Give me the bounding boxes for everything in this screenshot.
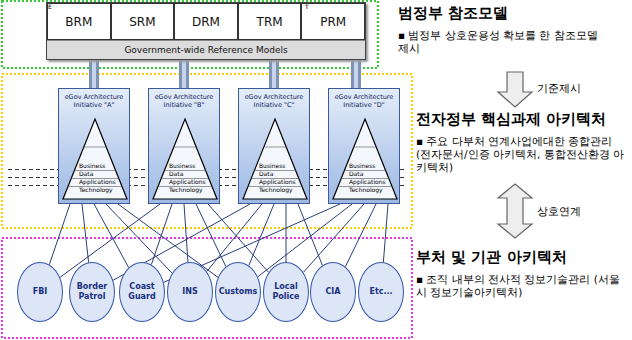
double-block-arrow — [498, 184, 532, 238]
model-cell: SRM — [111, 3, 175, 40]
pyramid-layers-text: Business Data Applications Technology — [259, 162, 299, 194]
link-line — [184, 204, 188, 262]
pipe-outer — [269, 60, 279, 88]
pipe-inner — [182, 60, 186, 88]
pipe-outer — [179, 60, 189, 88]
initiative-box: eGov Architecture Initiative "A" Business… — [58, 88, 130, 204]
connector — [94, 204, 129, 268]
pyramid-layers-text: Business Data Applications Technology — [79, 162, 119, 194]
pipe-inner — [92, 60, 96, 88]
pyramid-level — [264, 147, 286, 148]
note-text: ▪ 주요 다부처 연계사업에대한 종합관리 (전자문서/인증 아키텍처, 통합전… — [416, 135, 626, 174]
agency-name: Coast Guard — [123, 282, 161, 302]
agency-oval: Customs — [215, 262, 261, 322]
section-heading: 부처 및 기관 아키텍처 — [416, 248, 567, 267]
note-text: ▪ 범정부 상호운용성 확보를 한 참조모델 제시 — [398, 29, 604, 55]
connector — [94, 60, 95, 88]
model-cell: TRM — [238, 3, 302, 40]
note-text: 상호연계 — [537, 205, 581, 219]
agency-name: Etc... — [369, 287, 392, 297]
model-name: PRM — [320, 15, 346, 29]
agency-oval: Etc... — [358, 262, 404, 322]
note-text: ▪ 조직 내부의 전사적 정보기술관리 (서울시 정보기술아키텍처) — [416, 273, 626, 299]
connector — [184, 204, 188, 262]
model-cell: DRM — [174, 3, 238, 40]
link-line — [345, 204, 376, 267]
pyramid-outline — [153, 119, 217, 199]
model-name: SRM — [129, 15, 155, 29]
agency-oval: CIA — [310, 262, 356, 322]
pipe-outer — [351, 60, 361, 88]
reference-bar-text: Government-wide Reference Models — [47, 40, 365, 59]
initiative-box: eGov Architecture Initiative "B" Business… — [148, 88, 220, 204]
agency-name: Customs — [219, 287, 258, 297]
connector — [151, 204, 172, 265]
connector — [274, 60, 275, 88]
link-line — [383, 204, 388, 262]
pyramid-layers-text: Business Data Applications Technology — [169, 162, 209, 194]
pyramid-outline — [63, 119, 127, 199]
agency-name: INS — [182, 287, 197, 297]
pyramid-outline — [333, 119, 397, 199]
model-name: TRM — [257, 15, 283, 29]
link-line — [151, 204, 172, 265]
initiative-title: eGov Architecture Initiative "A" — [62, 93, 126, 109]
connector — [49, 204, 70, 265]
connector — [82, 204, 89, 262]
link-line — [82, 204, 89, 262]
initiative-box: eGov Architecture Initiative "C" Business… — [238, 88, 310, 204]
agency-name: FBI — [33, 287, 48, 297]
corner-mark: T — [305, 3, 309, 11]
agency-name: Local Police — [267, 282, 305, 302]
pipe-inner — [354, 60, 358, 88]
agency-oval: Coast Guard — [119, 262, 165, 322]
agency-oval: INS — [167, 262, 213, 322]
pyramid-level — [84, 147, 106, 148]
model-name: DRM — [192, 15, 220, 29]
connector — [345, 204, 376, 267]
pyramid-level — [174, 147, 196, 148]
agency-name: Border Patrol — [73, 282, 111, 302]
agency-oval: Local Police — [263, 262, 309, 322]
pipe-outer — [89, 60, 99, 88]
agency-oval: FBI — [17, 262, 63, 322]
connector — [184, 60, 185, 88]
magenta-dotted-region — [2, 238, 412, 338]
corner-mark: E — [48, 3, 52, 11]
agency-name: CIA — [325, 287, 340, 297]
link-line — [286, 204, 287, 262]
connector — [383, 204, 388, 262]
pyramid-level — [354, 147, 376, 148]
note-text: 기준제시 — [537, 82, 581, 96]
initiative-box: eGov Architecture Initiative "D" Business… — [328, 88, 400, 204]
reference-model-box: Government-wide Reference Models BRM SRM DR… — [46, 2, 366, 60]
agency-oval: Border Patrol — [69, 262, 115, 322]
initiative-title: eGov Architecture Initiative "C" — [242, 93, 306, 109]
connector — [286, 204, 287, 262]
initiative-title: eGov Architecture Initiative "D" — [332, 93, 396, 109]
link-line — [49, 204, 70, 265]
down-block-arrow — [498, 72, 532, 107]
link-line — [94, 204, 129, 268]
pyramid-outline — [243, 119, 307, 199]
pipe-inner — [272, 60, 276, 88]
model-name: BRM — [65, 15, 92, 29]
section-heading: 범정부 참조모델 — [398, 4, 508, 23]
model-cell: PRM — [301, 3, 365, 40]
model-cell: BRM — [47, 3, 111, 40]
section-heading: 전자정부 핵심과제 아키텍처 — [416, 110, 606, 129]
pyramid-layers-text: Business Data Applications Technology — [349, 162, 389, 194]
initiative-title: eGov Architecture Initiative "B" — [152, 93, 216, 109]
connector — [356, 60, 357, 88]
green-dotted-region — [2, 1, 378, 68]
